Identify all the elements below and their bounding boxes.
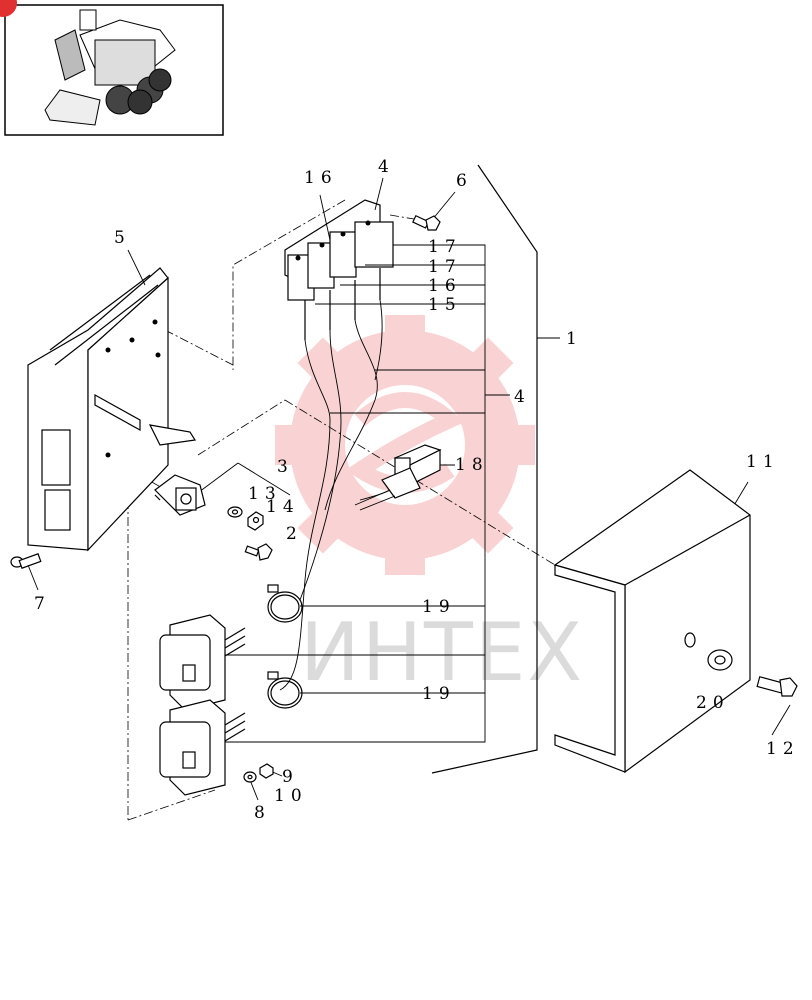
callout-19-lower: 19	[422, 684, 456, 704]
fasteners-switch	[227, 506, 273, 561]
fasteners-switch-lower	[243, 763, 274, 783]
leader-lines	[27, 164, 791, 801]
cover-box	[553, 469, 751, 774]
callout-18: 18	[455, 455, 489, 475]
relay-block	[284, 199, 394, 340]
callout-17-upper: 17	[428, 237, 462, 257]
callout-16-top: 16	[304, 168, 338, 188]
callout-11: 11	[746, 452, 780, 472]
bolt-twelve	[756, 676, 798, 697]
control-panel-bracket	[27, 267, 196, 552]
rocker-switch-upper	[159, 614, 246, 711]
callout-16-right: 16	[428, 276, 462, 296]
callout-7: 7	[34, 594, 51, 614]
watermark-gear-logo	[275, 315, 535, 575]
callout-15: 15	[428, 295, 462, 315]
skid-steer-loader-icon	[44, 9, 176, 126]
callout-13: 13	[248, 484, 282, 504]
callout-8: 8	[254, 803, 271, 823]
callout-2: 2	[286, 524, 303, 544]
corner-badge-icon	[0, 0, 17, 17]
callout-12: 12	[766, 739, 800, 759]
bolt-six	[412, 214, 441, 231]
rocker-switch-lower	[159, 699, 246, 796]
thumbnail-panel	[0, 0, 224, 136]
bolt-seven	[10, 553, 42, 569]
callout-labels: 1 2 3 4 4 5 6 7 8 9 10 11 12 13 14 15 16…	[34, 157, 800, 823]
switch-assembly	[154, 474, 206, 516]
connector-plug	[354, 444, 442, 511]
callout-1: 1	[566, 329, 583, 349]
callout-4-side: 4	[514, 387, 531, 407]
callout-6: 6	[456, 171, 473, 191]
callout-5: 5	[114, 228, 131, 248]
callout-4-top: 4	[378, 157, 395, 177]
callout-9: 9	[282, 767, 299, 787]
callout-14: 14	[266, 497, 300, 517]
callout-20: 20	[696, 693, 730, 713]
callout-17-lower: 17	[428, 257, 462, 277]
callout-19-upper: 19	[422, 597, 456, 617]
callout-10: 10	[274, 786, 308, 806]
watermark-text: ИНТЕХ	[300, 606, 584, 699]
hose-clamps	[267, 584, 303, 709]
callout-3: 3	[277, 457, 294, 477]
